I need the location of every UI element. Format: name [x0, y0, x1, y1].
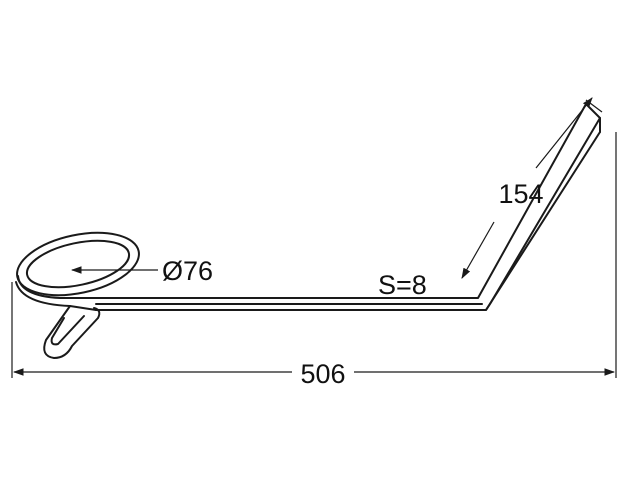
overall-length-label: 506: [300, 359, 345, 389]
arm-dimension-line-lower: [461, 221, 495, 279]
hook-outline: [43, 305, 101, 359]
bar-top-edge: [95, 103, 587, 299]
diameter-label: Ø76: [162, 256, 213, 286]
hook-tab: [43, 305, 101, 359]
ring-band-edge: [17, 275, 97, 299]
thickness-label: S=8: [378, 270, 427, 300]
part-outline: [15, 103, 601, 359]
arm-side-edge: [485, 117, 601, 311]
ring-inner: [25, 239, 131, 289]
hook-slot: [50, 315, 85, 346]
arm-length-label: 154: [498, 179, 543, 209]
arm-dimension-line-upper: [535, 97, 593, 169]
ring-loop: [15, 231, 140, 311]
